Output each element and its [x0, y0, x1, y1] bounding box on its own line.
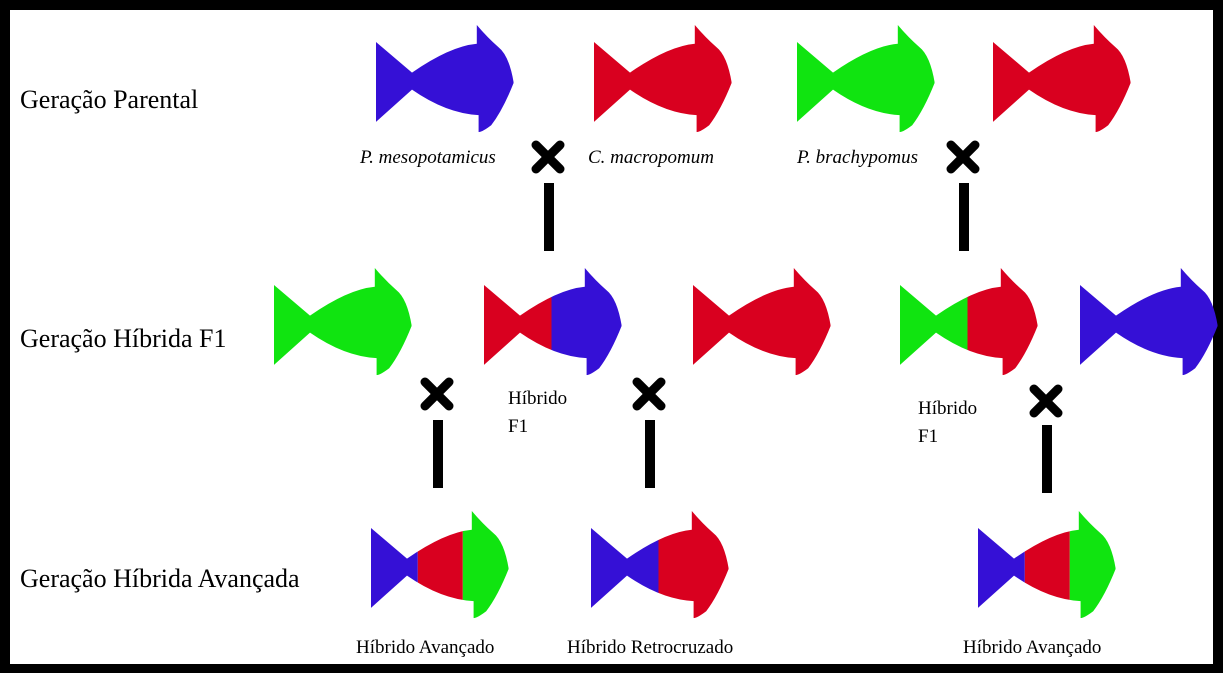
cross-line [1042, 425, 1052, 493]
label-parental-generation: Geração Parental [20, 85, 198, 114]
caption-hybrid-f1-line2: F1 [918, 426, 938, 447]
fish-color-band-blue [371, 503, 418, 631]
caption-hybrid-f1-line1: Híbrido [918, 398, 977, 419]
cross-icon [637, 382, 661, 406]
caption-advanced-hybrid: Híbrido Avançado [356, 637, 494, 658]
fish-parent-red-2 [993, 17, 1137, 145]
fish-f1-hybrid-red-blue [484, 260, 628, 388]
cross-line [544, 183, 554, 251]
caption-backcross-hybrid: Híbrido Retrocruzado [567, 637, 733, 658]
fish-color-band-green [797, 17, 941, 145]
caption-advanced-hybrid: Híbrido Avançado [963, 637, 1101, 658]
fish-color-band-blue [552, 260, 629, 388]
fish-f1-hybrid-green-red [900, 260, 1044, 388]
cross-line [433, 420, 443, 488]
species-p-brachypomus: P. brachypomus [796, 147, 918, 168]
fish-color-band-green [900, 260, 968, 388]
fish-color-band-blue [591, 503, 659, 631]
cross-icon [1034, 389, 1058, 413]
fish-color-band-blue [376, 17, 520, 145]
fish-advanced-hybrid-1 [371, 503, 515, 631]
caption-hybrid-f1-line1: Híbrido [508, 388, 567, 409]
species-p-mesopotamicus: P. mesopotamicus [359, 147, 496, 168]
fish-f1-blue [1080, 260, 1223, 388]
cross-icon [536, 145, 560, 169]
fish-color-band-blue [1080, 260, 1223, 388]
fish-color-band-green [463, 503, 515, 631]
fish-color-band-red [968, 260, 1045, 388]
fish-parent-green [797, 17, 941, 145]
fish-color-band-red [1025, 503, 1070, 631]
fish-color-band-red [594, 17, 738, 145]
cross-icon [425, 382, 449, 406]
fish-color-band-red [693, 260, 837, 388]
fish-parent-red-1 [594, 17, 738, 145]
fish-color-band-green [274, 260, 418, 388]
species-c-macropomum: C. macropomum [588, 147, 714, 168]
cross-line [959, 183, 969, 251]
fish-advanced-hybrid-2 [978, 503, 1122, 631]
fish-color-band-red [993, 17, 1137, 145]
fish-color-band-red [484, 260, 552, 388]
fish-parent-blue [376, 17, 520, 145]
label-f1-generation: Geração Híbrida F1 [20, 324, 226, 353]
caption-hybrid-f1-line2: F1 [508, 416, 528, 437]
fish-color-band-blue [978, 503, 1025, 631]
fish-f1-red [693, 260, 837, 388]
cross-icon [951, 145, 975, 169]
label-advanced-generation: Geração Híbrida Avançada [20, 564, 300, 593]
fish-f1-green [274, 260, 418, 388]
fish-color-band-green [1070, 503, 1122, 631]
cross-line [645, 420, 655, 488]
fish-color-band-red [659, 503, 736, 631]
fish-color-band-red [418, 503, 463, 631]
fish-backcross-hybrid [591, 503, 735, 631]
